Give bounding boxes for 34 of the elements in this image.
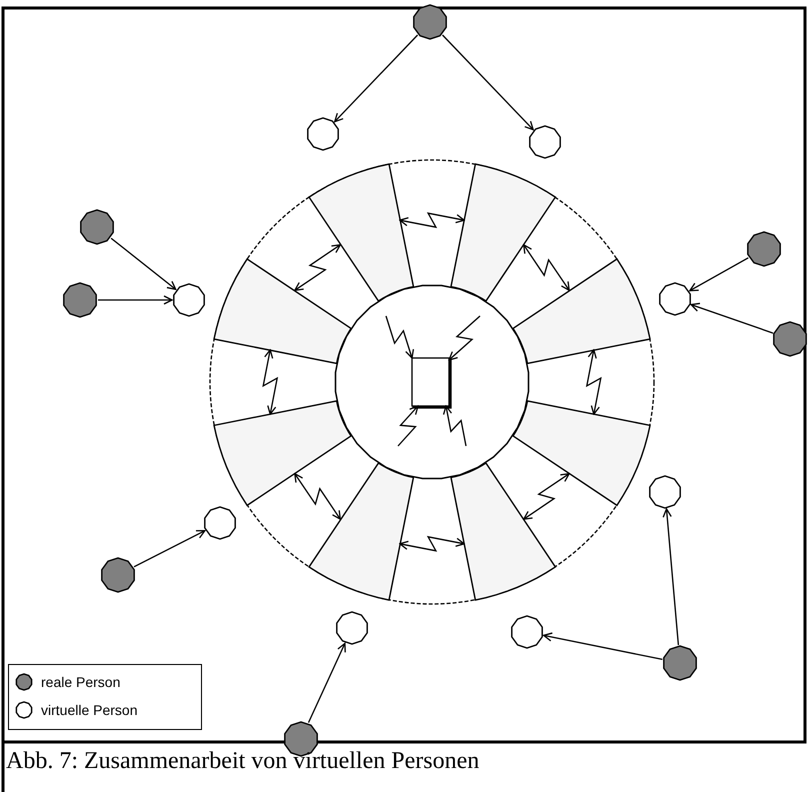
arrow <box>334 34 418 122</box>
ring-sector <box>213 258 352 364</box>
figure-caption: Abb. 7: Zusammenarbeit von virtuellen Personen <box>6 748 480 775</box>
ring-sector <box>512 258 651 364</box>
legend-label: virtuelle Person <box>41 702 138 718</box>
ring-sector <box>450 163 556 302</box>
zigzag-arrow <box>586 349 602 415</box>
zigzag-arrow <box>442 405 467 446</box>
zigzag-arrow <box>523 473 570 520</box>
ring-sector <box>308 462 414 601</box>
document-stack-icon <box>411 357 452 409</box>
zigzag-arrow <box>523 244 570 291</box>
arrow <box>689 257 749 292</box>
arrow <box>690 302 774 334</box>
legend-label: reale Person <box>41 674 120 690</box>
zigzag-arrow <box>294 244 341 291</box>
zigzag-arrow <box>448 316 480 361</box>
arrow <box>662 508 680 646</box>
ring-sector <box>213 400 352 506</box>
arrow <box>308 642 346 723</box>
arrow <box>442 34 534 130</box>
zigzag-arrow <box>399 536 465 552</box>
zigzag-arrow <box>294 473 341 520</box>
arrow <box>98 295 173 305</box>
zigzag-arrow <box>399 212 465 228</box>
zigzag-arrow <box>398 405 419 446</box>
zigzag-arrow <box>262 349 278 415</box>
arrow <box>543 632 663 660</box>
ring-sector <box>308 163 414 302</box>
ring-sector <box>512 400 651 506</box>
arrow <box>134 530 206 568</box>
zigzag-arrow <box>385 316 414 359</box>
arrow <box>110 238 176 290</box>
ring-sector <box>450 462 556 601</box>
